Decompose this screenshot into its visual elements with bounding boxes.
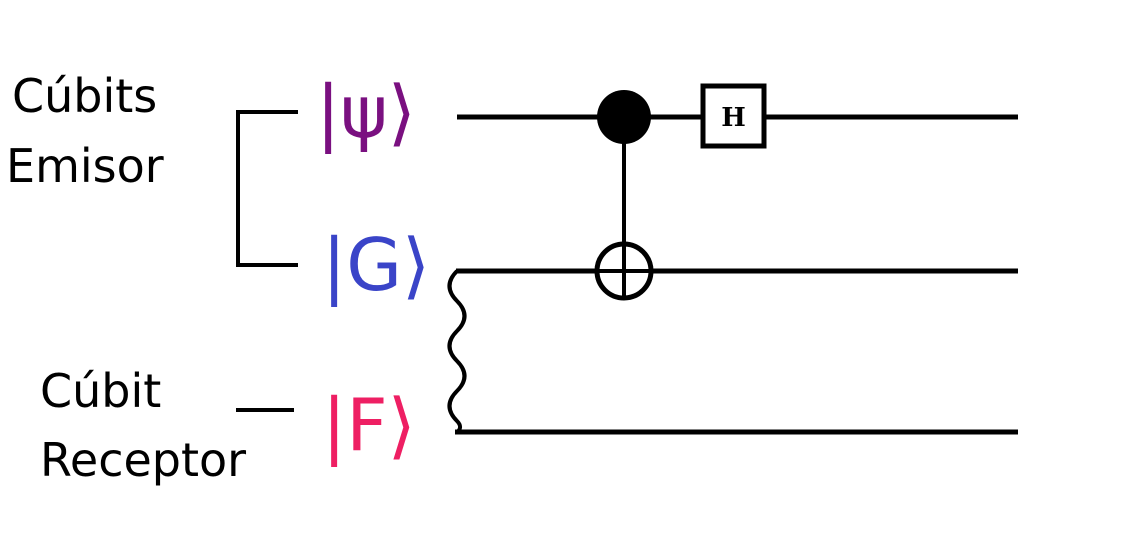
ket-psi: |ψ⟩ bbox=[316, 70, 416, 154]
entanglement-wavy-link bbox=[447, 269, 467, 434]
ket-g: |G⟩ bbox=[322, 223, 431, 307]
hadamard-gate-box bbox=[700, 83, 767, 149]
emitter-bracket bbox=[236, 110, 298, 267]
receiver-qubit-label-line1: Cúbit bbox=[40, 364, 162, 418]
hadamard-gate-label: H bbox=[721, 103, 746, 133]
emitter-qubits-label-line2: Emisor bbox=[6, 139, 164, 193]
cnot-control-dot bbox=[597, 90, 651, 144]
emitter-qubits-label-line1: Cúbits bbox=[12, 69, 158, 123]
ket-f: |F⟩ bbox=[322, 383, 416, 467]
receiver-qubit-label-line2: Receptor bbox=[40, 433, 247, 487]
